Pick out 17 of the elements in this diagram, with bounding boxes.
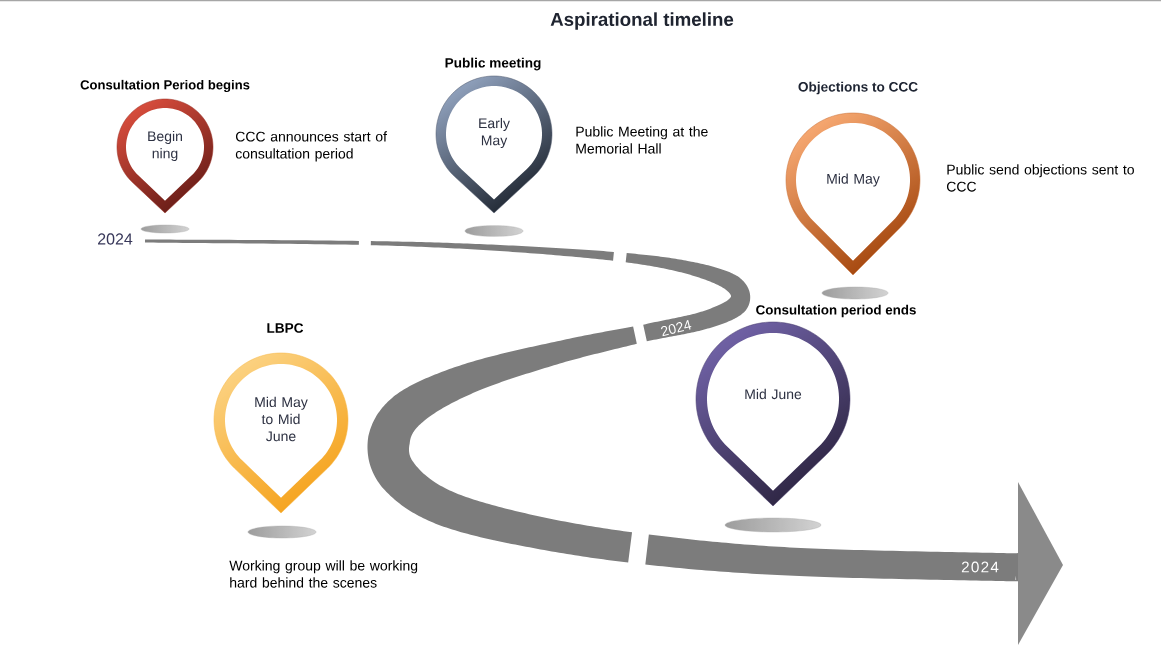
pin-heading: Objections to CCC	[798, 81, 918, 95]
year-label: 2024	[961, 561, 999, 573]
map-pin: Mid May	[785, 112, 921, 276]
description-text: Working group will be working hard behind the scenes	[229, 560, 418, 588]
map-pin: Mid May to Mid June	[213, 352, 349, 514]
description-text: Public send objections sent to CCC	[947, 164, 1134, 192]
pin-heading: LBPC	[267, 323, 304, 333]
description-text: CCC announces start of consultation period	[235, 131, 387, 162]
pin-heading: Public meeting	[445, 57, 541, 71]
map-pin: Early May	[435, 75, 553, 214]
pin-heading: Consultation period ends	[756, 304, 916, 318]
map-pin: Mid June	[695, 321, 851, 507]
year-label: 2024	[98, 233, 133, 245]
map-pin: Begin ning	[116, 98, 214, 214]
title: Aspirational timeline	[550, 12, 734, 30]
description-text: Public Meeting at the Memorial Hall	[576, 126, 708, 154]
pin-heading: Consultation Period begins	[80, 79, 250, 93]
